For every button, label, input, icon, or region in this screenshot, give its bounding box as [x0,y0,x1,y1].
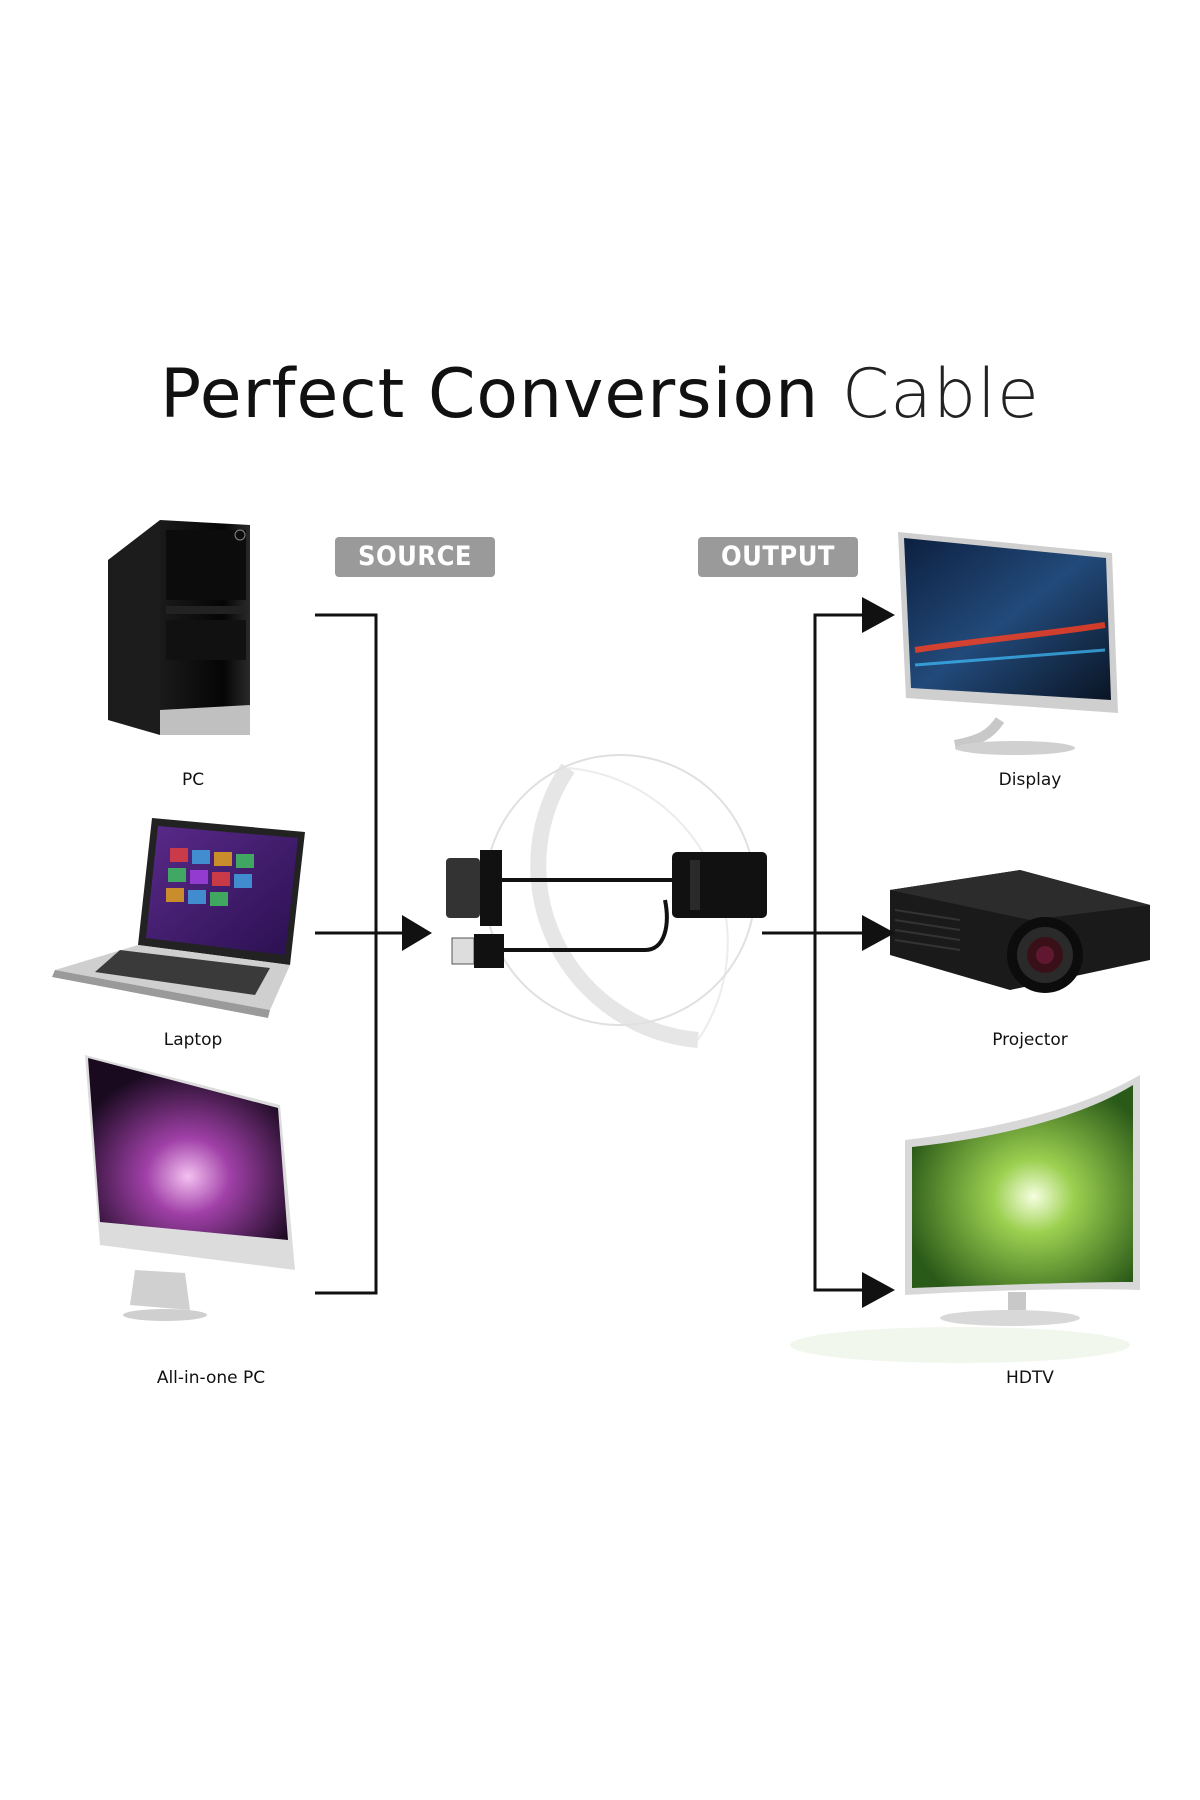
source-connector-lines [315,613,402,1295]
title-light: Cable [841,355,1040,434]
output-arrow-hdtv-icon [862,1272,895,1308]
title-main: Perfect Conversion [160,355,820,434]
projector-icon [890,870,1150,993]
device-label-projector: Projector [992,1030,1068,1050]
curved-tv-icon [790,1075,1140,1363]
monitor-icon [898,532,1118,755]
device-label-all-in-one-pc: All-in-one PC [156,1368,266,1388]
desktop-tower-icon [108,520,250,735]
device-label-display: Display [998,770,1062,790]
device-label-laptop: Laptop [163,1030,223,1050]
laptop-icon [52,818,305,1018]
page-title: Perfect Conversion Cable [0,355,1200,434]
vga-to-hdmi-adapter-icon [446,754,767,1048]
source-arrow-icon [402,915,432,951]
source-badge: SOURCE [335,537,495,577]
device-label-pc: PC [181,770,205,790]
output-connector-lines [762,613,862,1292]
output-arrow-projector-icon [862,915,895,951]
output-arrow-display-icon [862,597,895,633]
device-label-hdtv: HDTV [1006,1368,1054,1388]
all-in-one-pc-icon [85,1055,295,1321]
output-badge: OUTPUT [698,537,858,577]
